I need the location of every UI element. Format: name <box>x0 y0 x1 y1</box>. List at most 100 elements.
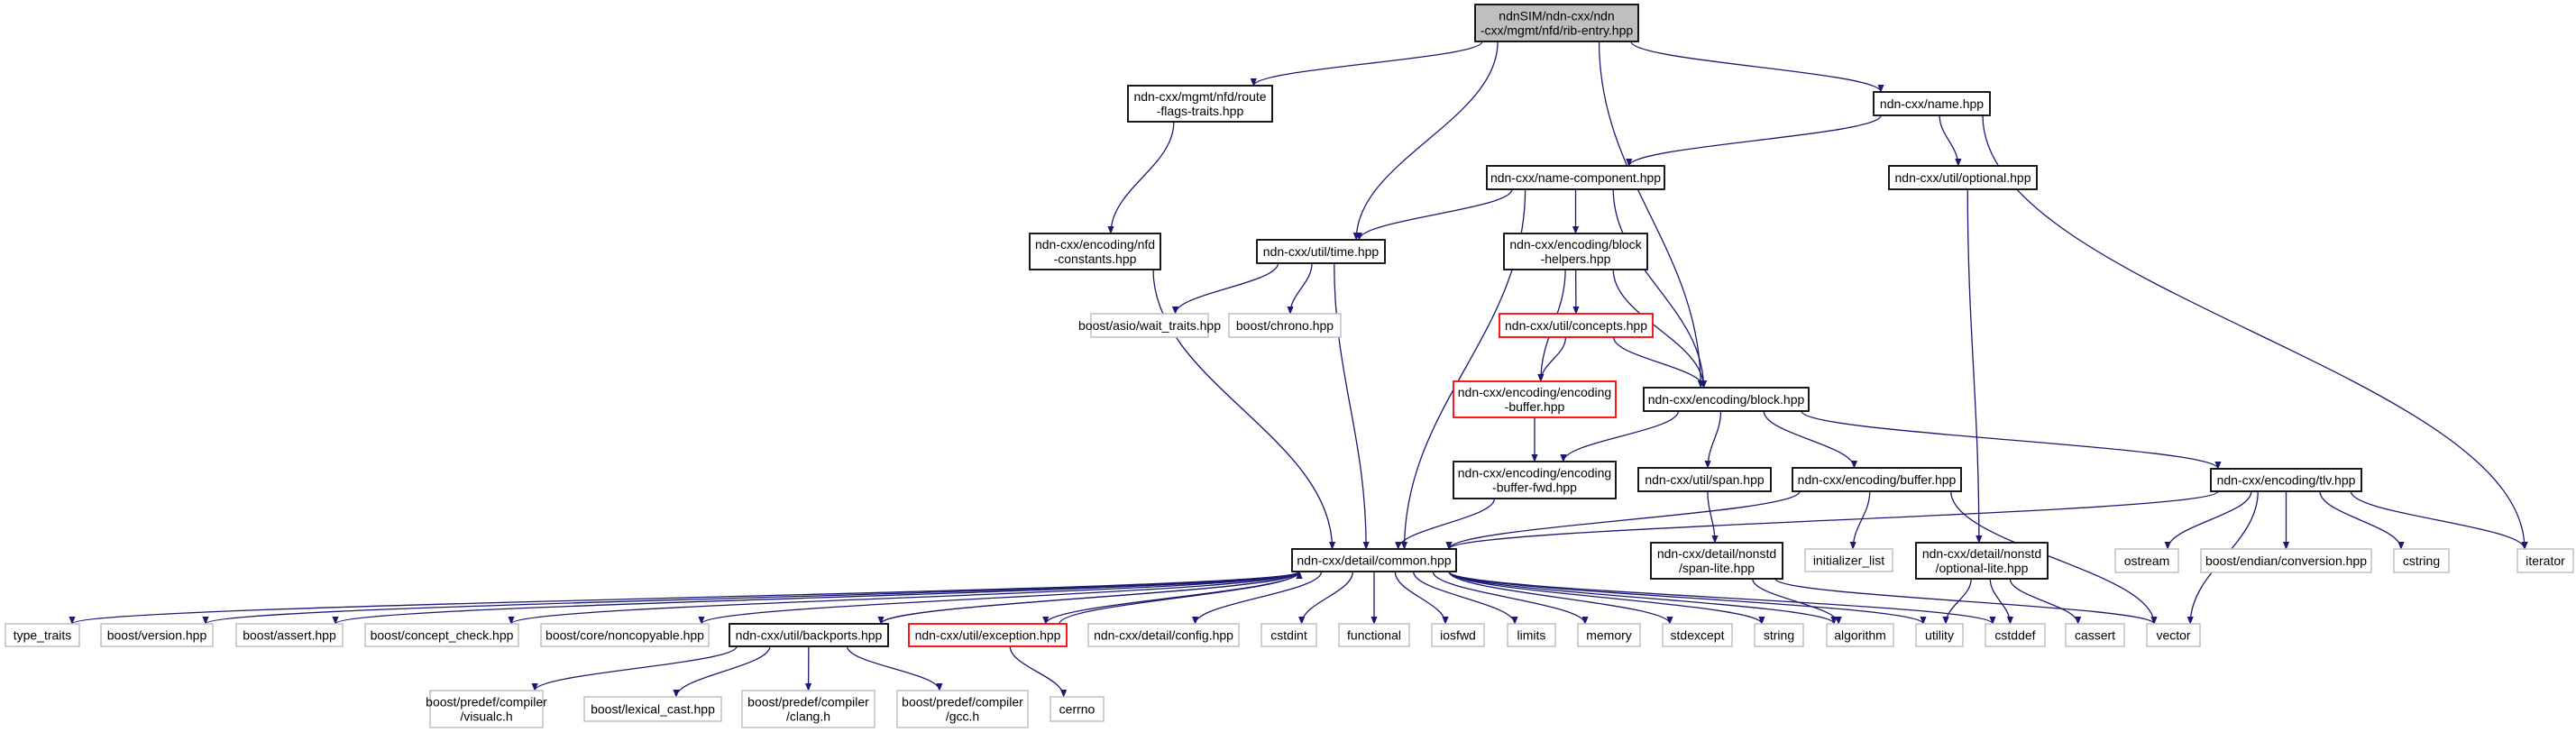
node-nfd-constants[interactable]: ndn-cxx/encoding/nfd-constants.hpp <box>1029 233 1161 270</box>
node-noncopyable: boost/core/noncopyable.hpp <box>540 623 710 647</box>
node-ostream: ostream <box>2114 548 2179 573</box>
edge-block-to-buffer_fwd <box>1560 410 1680 462</box>
edge-backports-to-lexical_cast <box>673 645 771 698</box>
node-box <box>1754 623 1804 647</box>
node-span[interactable]: ndn-cxx/util/span.hpp <box>1637 467 1772 492</box>
edge-common-to-stdexcept <box>1448 571 1673 625</box>
node-label: ndn-cxx/detail/nonstd <box>1922 546 2041 561</box>
node-clang: boost/predef/compiler/clang.h <box>741 690 875 728</box>
node-label: boost/predef/compiler <box>747 695 869 709</box>
node-box <box>2393 548 2450 573</box>
node-optional[interactable]: ndn-cxx/util/optional.hpp <box>1888 165 2038 190</box>
node-span-lite[interactable]: ndn-cxx/detail/nonstd/span-lite.hpp <box>1650 542 1783 580</box>
edge-common-to-string <box>1448 571 1765 625</box>
node-box <box>1256 239 1386 264</box>
node-box <box>896 690 1029 728</box>
edge-common-to-noncopyable <box>698 571 1300 625</box>
node-backports[interactable]: ndn-cxx/util/backports.hpp <box>729 623 889 647</box>
node-label: /optional-lite.hpp <box>1936 561 2029 575</box>
node-buffer[interactable]: ndn-cxx/encoding/buffer.hpp <box>1792 467 1962 492</box>
node-buffer-fwd[interactable]: ndn-cxx/encoding/encoding-buffer-fwd.hpp <box>1453 461 1617 499</box>
node-algorithm: algorithm <box>1826 623 1894 647</box>
node-label: boost/chrono.hpp <box>1236 318 1334 333</box>
edge-common-to-cstdint <box>1298 571 1354 625</box>
node-box <box>1486 165 1665 190</box>
node-name[interactable]: ndn-cxx/name.hpp <box>1873 91 1991 116</box>
node-box <box>1662 623 1733 647</box>
node-encoding-buffer[interactable]: ndn-cxx/encoding/encoding-buffer.hpp <box>1453 380 1617 418</box>
node-label: ndn-cxx/encoding/buffer.hpp <box>1798 472 1957 487</box>
node-label: boost/predef/compiler <box>902 695 1023 709</box>
node-label: ndn-cxx/util/exception.hpp <box>915 628 1061 643</box>
node-box <box>2114 548 2179 573</box>
node-label: iosfwd <box>1440 628 1476 643</box>
node-label: ndn-cxx/name.hpp <box>1880 96 1984 111</box>
node-label: ndn-cxx/encoding/encoding <box>1458 385 1611 399</box>
edge-backports-to-gcc <box>846 645 943 691</box>
node-block-helpers[interactable]: ndn-cxx/encoding/block-helpers.hpp <box>1503 233 1648 270</box>
node-box <box>1643 387 1810 412</box>
node-concepts[interactable]: ndn-cxx/util/concepts.hpp <box>1499 313 1654 338</box>
edge-tlv-to-ostream <box>2164 490 2252 550</box>
node-tlv[interactable]: ndn-cxx/encoding/tlv.hpp <box>2210 468 2362 492</box>
node-name-component[interactable]: ndn-cxx/name-component.hpp <box>1486 165 1665 190</box>
node-concept-check: boost/concept_check.hpp <box>364 623 519 647</box>
node-iosfwd: iosfwd <box>1431 623 1485 647</box>
node-lexical-cast: boost/lexical_cast.hpp <box>583 696 722 722</box>
node-label: ndn-cxx/encoding/encoding <box>1458 466 1611 480</box>
node-box <box>2516 548 2574 573</box>
edge-optional_lite-to-cstddef <box>1989 578 2014 625</box>
node-box <box>1050 696 1105 722</box>
node-block[interactable]: ndn-cxx/encoding/block.hpp <box>1643 387 1810 412</box>
edge-common-to-assert <box>332 571 1300 625</box>
node-label: memory <box>1586 628 1632 643</box>
node-box <box>1804 548 1893 572</box>
node-label: ndn-cxx/util/span.hpp <box>1645 472 1765 487</box>
node-label: limits <box>1517 628 1546 643</box>
node-route-flags[interactable]: ndn-cxx/mgmt/nfd/route-flags-traits.hpp <box>1127 85 1273 123</box>
node-common[interactable]: ndn-cxx/detail/common.hpp <box>1291 548 1457 572</box>
node-utility: utility <box>1915 623 1964 647</box>
node-exception[interactable]: ndn-cxx/util/exception.hpp <box>908 623 1068 647</box>
node-box <box>364 623 519 647</box>
edge-common-to-algorithm <box>1448 571 1838 625</box>
edge-common-to-limits <box>1412 571 1518 625</box>
node-root[interactable]: ndnSIM/ndn-cxx/ndn-cxx/mgmt/nfd/rib-entr… <box>1474 4 1639 42</box>
node-box <box>1507 623 1556 647</box>
node-box <box>1650 542 1783 580</box>
node-optional-lite[interactable]: ndn-cxx/detail/nonstd/optional-lite.hpp <box>1915 542 2049 580</box>
node-config: ndn-cxx/detail/config.hpp <box>1087 623 1240 647</box>
node-box <box>1453 380 1617 418</box>
node-label: boost/core/noncopyable.hpp <box>545 628 704 643</box>
node-label: ndn-cxx/util/optional.hpp <box>1895 170 2031 185</box>
node-label: /visualc.h <box>460 709 512 724</box>
node-time[interactable]: ndn-cxx/util/time.hpp <box>1256 239 1386 264</box>
node-label: ndn-cxx/detail/common.hpp <box>1297 554 1451 568</box>
node-limits: limits <box>1507 623 1556 647</box>
edge-common-to-memory <box>1432 571 1589 625</box>
node-label: /span-lite.hpp <box>1679 561 1755 575</box>
node-cstddef: cstddef <box>1985 623 2046 647</box>
node-label: -constants.hpp <box>1054 252 1137 266</box>
node-label: ndn-cxx/name-component.hpp <box>1490 170 1661 185</box>
node-box <box>583 696 722 722</box>
node-cstdint: cstdint <box>1260 623 1317 647</box>
node-box <box>908 623 1068 647</box>
node-label: ndn-cxx/encoding/block <box>1509 237 1642 252</box>
node-label: iterator <box>2526 554 2565 568</box>
node-box <box>1087 623 1240 647</box>
node-box <box>1474 4 1639 42</box>
edge-buffer-to-vector <box>1950 490 2158 625</box>
node-box <box>1873 91 1991 116</box>
edge-tlv-to-iterator <box>2350 490 2528 550</box>
node-cstring: cstring <box>2393 548 2450 573</box>
node-label: ostream <box>2124 554 2170 568</box>
node-box <box>1029 233 1161 270</box>
edge-tlv-to-cstring <box>2319 490 2405 550</box>
node-string: string <box>1754 623 1804 647</box>
node-label: -cxx/mgmt/nfd/rib-entry.hpp <box>1481 23 1634 38</box>
node-label: cstddef <box>1994 628 2035 643</box>
nodes-layer: ndnSIM/ndn-cxx/ndn-cxx/mgmt/nfd/rib-entr… <box>5 4 2574 728</box>
node-wait-traits: boost/asio/wait_traits.hpp <box>1078 313 1221 338</box>
